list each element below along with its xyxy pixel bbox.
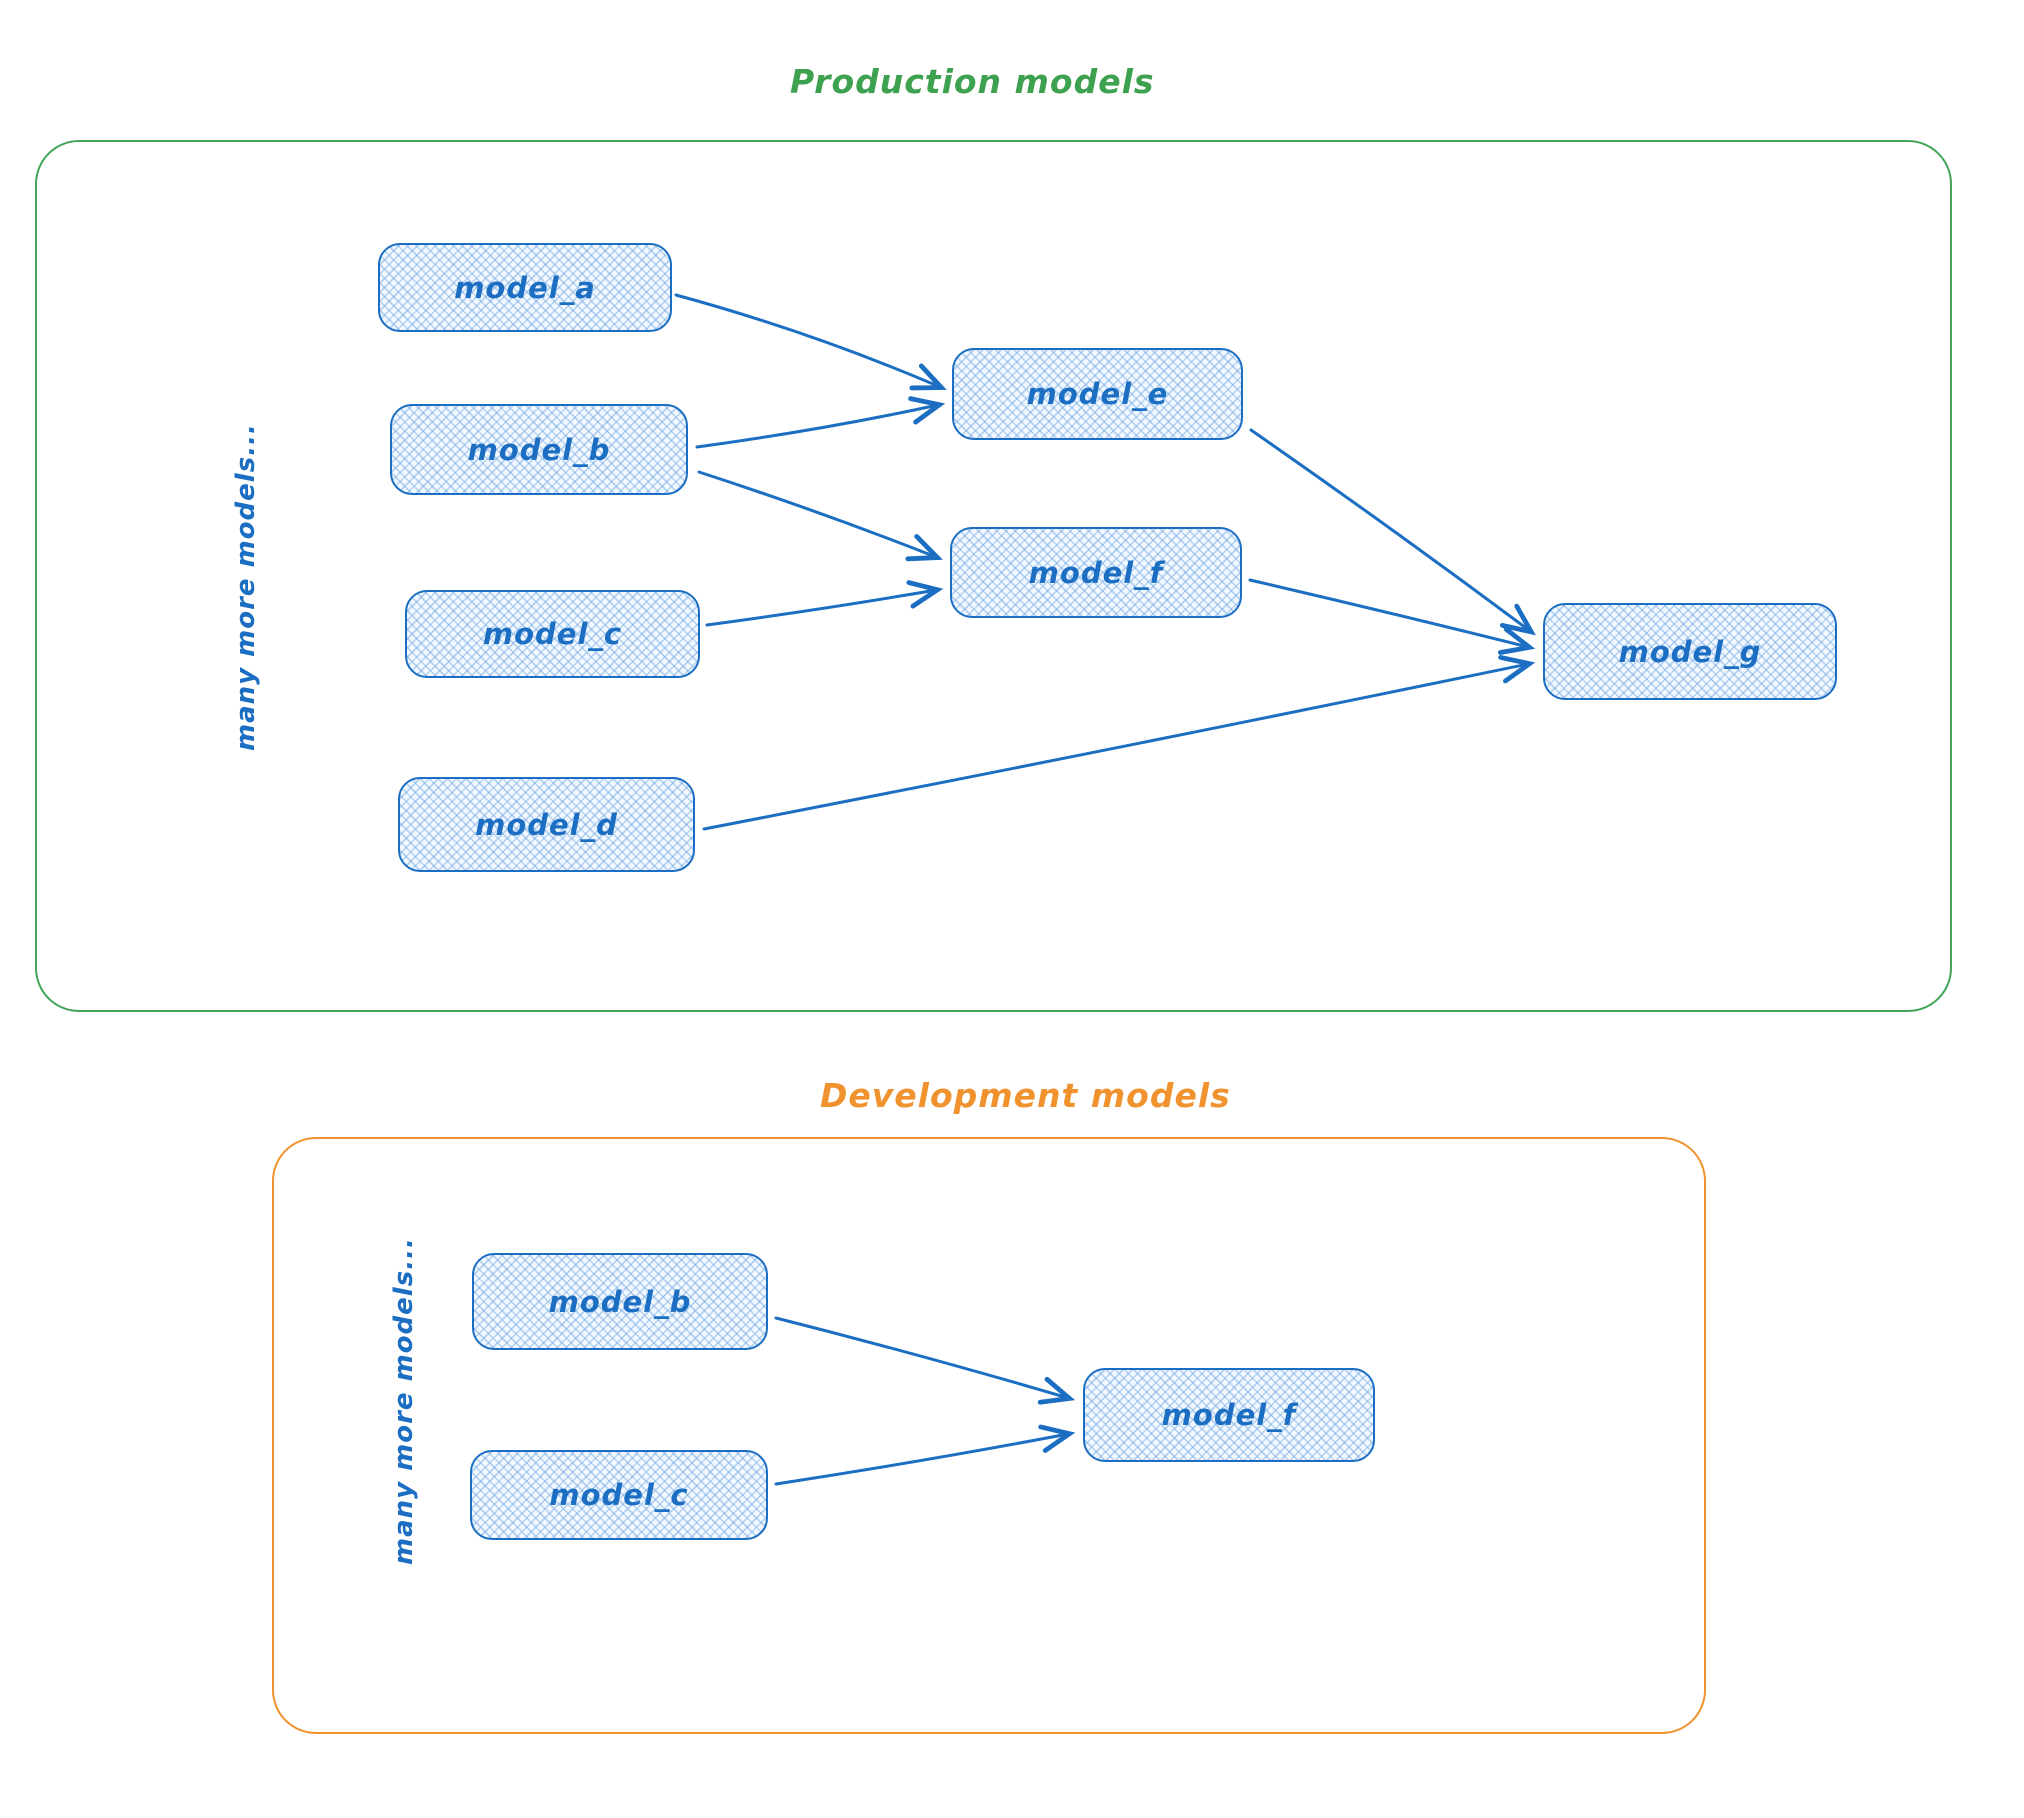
dev-node-model-c-label: model_c — [549, 1478, 689, 1512]
production-section-title: Production models — [790, 62, 1155, 101]
node-model-b-label: model_b — [467, 432, 611, 467]
node-model-f: model_f — [950, 527, 1242, 618]
node-model-a: model_a — [378, 243, 672, 332]
node-model-a-label: model_a — [454, 270, 596, 305]
dev-node-model-b: model_b — [472, 1253, 768, 1350]
dev-node-model-f: model_f — [1083, 1368, 1375, 1462]
node-model-d-label: model_d — [475, 807, 618, 842]
node-model-c: model_c — [405, 590, 700, 678]
dev-node-model-b-label: model_b — [548, 1284, 692, 1319]
dev-node-model-f-label: model_f — [1161, 1398, 1297, 1432]
development-section-title: Development models — [820, 1076, 1231, 1115]
development-container — [272, 1137, 1706, 1734]
node-model-e: model_e — [952, 348, 1243, 440]
dev-node-model-c: model_c — [470, 1450, 768, 1540]
development-side-note: many more models... — [389, 1237, 419, 1565]
production-container — [35, 140, 1952, 1012]
node-model-g: model_g — [1543, 603, 1837, 700]
node-model-c-label: model_c — [482, 617, 623, 651]
node-model-d: model_d — [398, 777, 695, 872]
production-side-note: many more models... — [231, 423, 261, 751]
node-model-f-label: model_f — [1028, 555, 1164, 590]
node-model-e-label: model_e — [1026, 377, 1169, 411]
node-model-g-label: model_g — [1618, 634, 1762, 669]
node-model-b: model_b — [390, 404, 688, 495]
